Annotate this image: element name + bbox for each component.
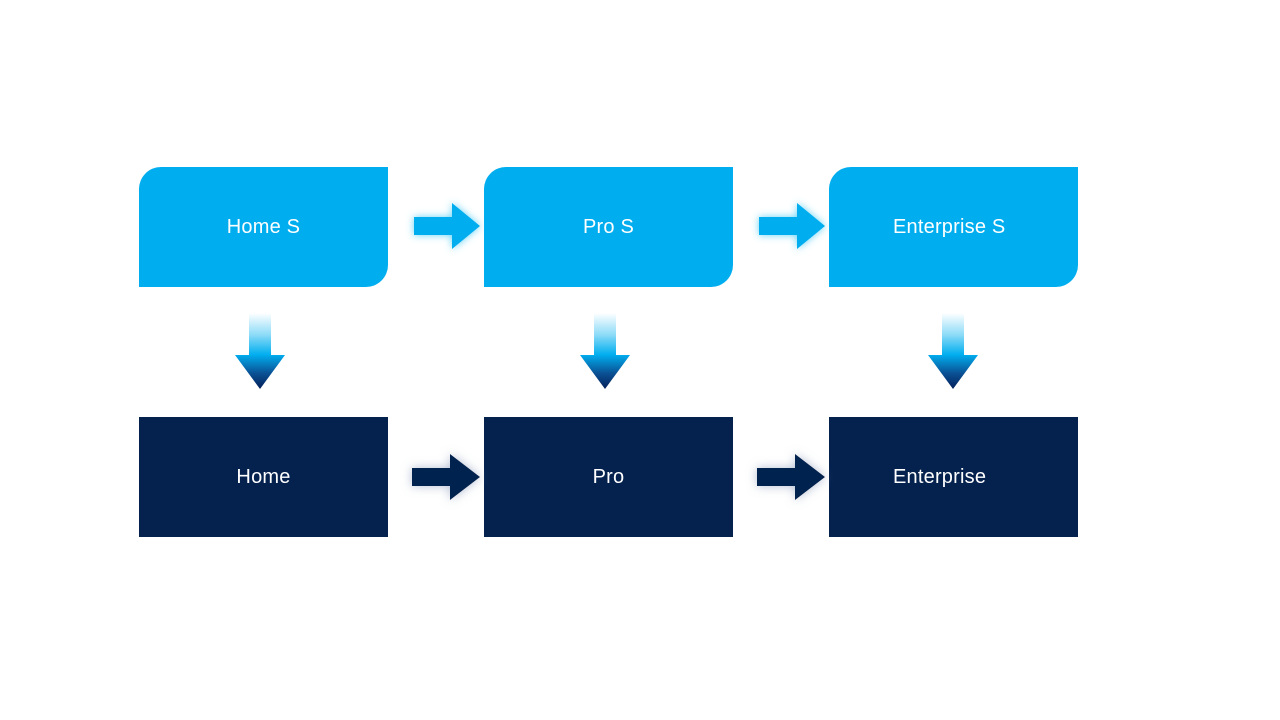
down-arrow-icon (235, 313, 285, 389)
node-enterprise-s[interactable]: Enterprise S (829, 167, 1078, 287)
right-arrow-icon (757, 454, 825, 500)
node-home-s[interactable]: Home S (139, 167, 388, 287)
down-arrow-icon (928, 313, 978, 389)
connector-pro-to-enterprise[interactable] (745, 443, 833, 511)
node-home-s-label: Home S (226, 216, 301, 238)
connector-pro-s-to-pro[interactable] (573, 305, 637, 397)
connector-home-to-pro[interactable] (400, 443, 488, 511)
down-arrow-icon (580, 313, 630, 389)
node-enterprise[interactable]: Enterprise (829, 417, 1078, 537)
node-pro-s-label: Pro S (582, 216, 635, 238)
right-arrow-icon (759, 203, 825, 249)
connector-pro-s-to-enterprise-s[interactable] (749, 192, 833, 260)
node-pro[interactable]: Pro (484, 417, 733, 537)
node-enterprise-label: Enterprise (893, 466, 987, 488)
right-arrow-icon (414, 203, 480, 249)
connector-enterprise-s-to-enterprise[interactable] (921, 305, 985, 397)
connector-home-s-to-pro-s[interactable] (404, 192, 488, 260)
node-pro-s[interactable]: Pro S (484, 167, 733, 287)
right-arrow-icon (412, 454, 480, 500)
connector-home-s-to-home[interactable] (228, 305, 292, 397)
node-pro-label: Pro (592, 466, 625, 488)
node-enterprise-s-label: Enterprise S (893, 216, 1006, 238)
node-home-label: Home (236, 466, 291, 488)
node-home[interactable]: Home (139, 417, 388, 537)
